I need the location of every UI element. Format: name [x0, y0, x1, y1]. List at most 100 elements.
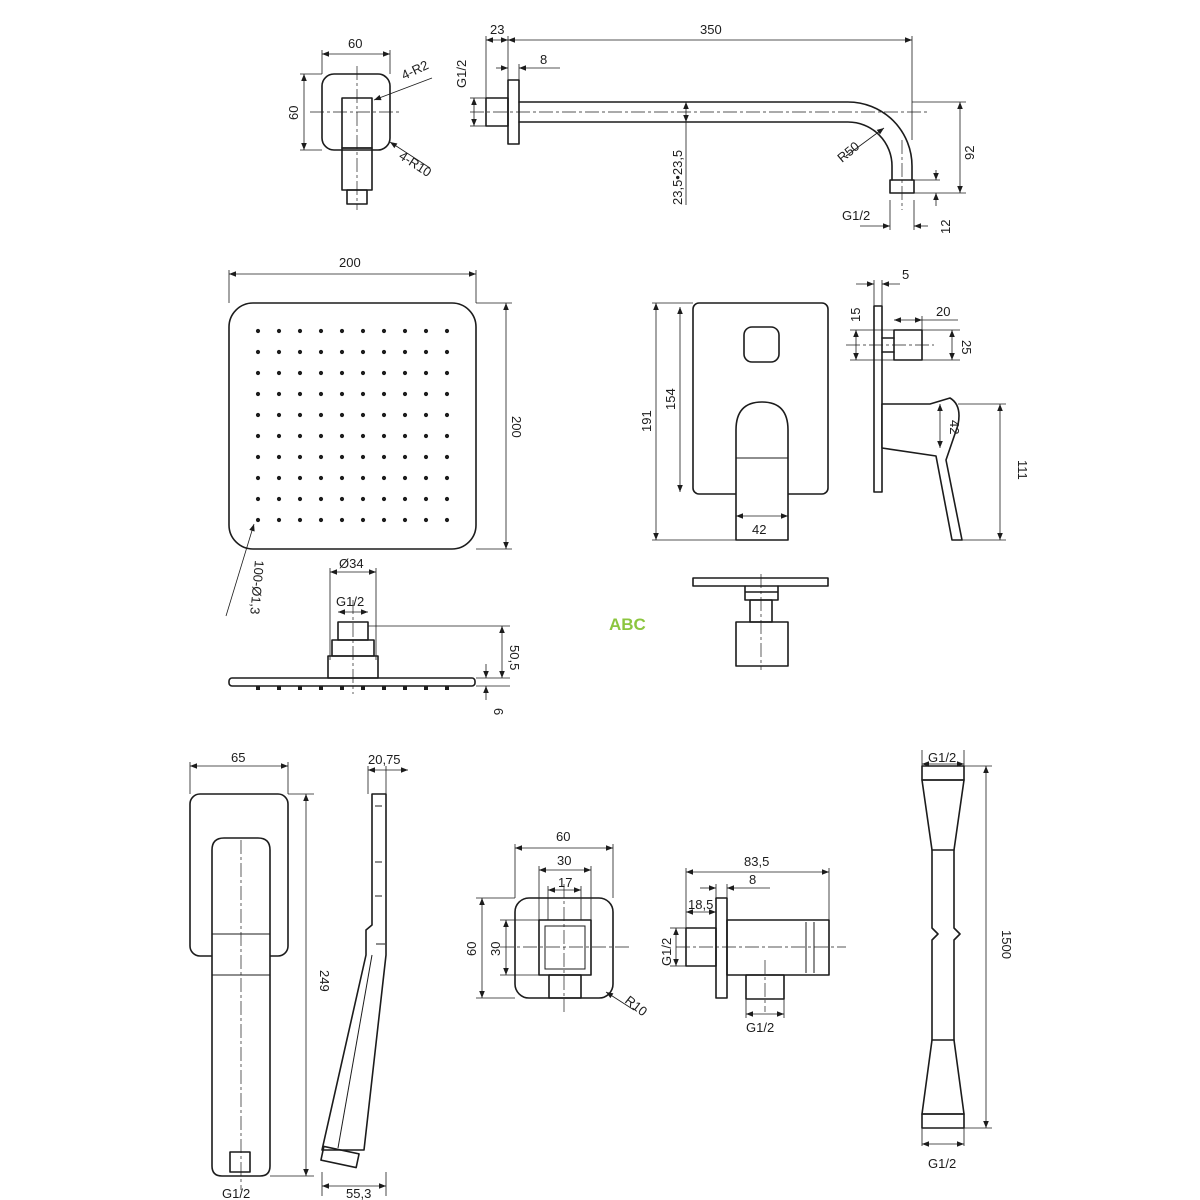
nozzle-dot — [339, 454, 345, 460]
nozzle-dot — [381, 412, 387, 418]
nozzle-dot — [255, 391, 261, 397]
nozzle-dot — [402, 349, 408, 355]
nozzle-dot — [402, 412, 408, 418]
nozzle-stub — [298, 686, 302, 690]
arm-wall-plate-view: 60 60 4-R2 4-R10 — [286, 36, 434, 210]
hose-thread-bottom: G1/2 — [928, 1156, 956, 1171]
nozzle-dot — [402, 370, 408, 376]
nozzle-dot — [381, 433, 387, 439]
hose-thread-top: G1/2 — [928, 750, 956, 765]
nozzle-dot — [276, 349, 282, 355]
nozzle-dot — [297, 349, 303, 355]
nozzle-dot — [444, 496, 450, 502]
rain-head-nozzles: 100-Ø1,3 — [247, 560, 267, 615]
nozzle-dot — [276, 454, 282, 460]
outlet-inner-width: 30 — [557, 853, 571, 868]
mixer-depth: 111 — [1015, 460, 1030, 480]
nozzle-dot — [276, 433, 282, 439]
nozzle-dot — [318, 370, 324, 376]
nozzle-dot — [360, 475, 366, 481]
nozzle-dot — [402, 328, 408, 334]
handset-thread-label: G1/2 — [222, 1186, 250, 1200]
nozzle-dot — [318, 454, 324, 460]
arm-bend-radius: R50 — [834, 138, 862, 165]
nozzle-dot — [402, 391, 408, 397]
nozzle-dot — [255, 454, 261, 460]
nozzle-dot — [276, 412, 282, 418]
nozzle-dot — [423, 391, 429, 397]
handset-side-profile — [321, 793, 387, 1151]
nozzle-dot — [360, 517, 366, 523]
nozzle-dot — [339, 517, 345, 523]
hose-length: 1500 — [999, 930, 1014, 959]
outlet-thread-in: G1/2 — [659, 938, 674, 966]
nozzle-dot — [297, 370, 303, 376]
mixer-lever-height: 42 — [947, 420, 962, 434]
nozzle-dot — [423, 517, 429, 523]
mixer-body-width: 15 — [848, 308, 863, 322]
nozzle-stub — [277, 686, 281, 690]
outlet-nipple — [548, 974, 582, 999]
nozzle-dot — [423, 475, 429, 481]
nozzle-dot — [339, 391, 345, 397]
nozzle-dot — [423, 454, 429, 460]
outlet-offset: 18,5 — [688, 897, 713, 912]
arm-plate-corner-outer: 4-R2 — [399, 57, 431, 83]
hand-shower-front-view: 65 249 G1/2 — [189, 750, 332, 1200]
nozzle-dot — [423, 370, 429, 376]
nozzle-dot — [339, 370, 345, 376]
nozzle-dot — [423, 349, 429, 355]
outlet-side-nipple — [745, 974, 785, 1000]
nozzle-stub — [445, 686, 449, 690]
nozzle-grid — [255, 328, 450, 523]
handset-head-thickness: 20,75 — [368, 752, 401, 767]
nozzle-dot — [297, 391, 303, 397]
rain-head-top-view: 200 200 100-Ø1,3 — [225, 255, 524, 617]
arm-tube — [518, 101, 913, 181]
nozzle-dot — [276, 370, 282, 376]
nozzle-dot — [318, 349, 324, 355]
nozzle-dot — [255, 517, 261, 523]
nozzle-dot — [444, 433, 450, 439]
hose-view: G1/2 G1/2 1500 — [921, 750, 1014, 1171]
handset-thread — [229, 1151, 251, 1173]
hose-top-nut — [921, 765, 965, 781]
nozzle-stub — [424, 686, 428, 690]
mixer-side-plate — [873, 305, 883, 493]
mixer-body-offset: 20 — [936, 304, 950, 319]
rain-head-width: 200 — [339, 255, 361, 270]
nozzle-dot — [297, 496, 303, 502]
nozzle-dot — [444, 475, 450, 481]
nozzle-dot — [339, 496, 345, 502]
mixer-front-view: 191 154 42 — [639, 302, 829, 541]
outlet-height: 60 — [464, 942, 479, 956]
nozzle-dot — [360, 496, 366, 502]
nozzle-dot — [402, 475, 408, 481]
nozzle-dot — [423, 328, 429, 334]
nozzle-stub — [319, 686, 323, 690]
nozzle-dot — [339, 475, 345, 481]
nozzle-dot — [444, 454, 450, 460]
nozzle-dot — [318, 391, 324, 397]
nozzle-dot — [444, 328, 450, 334]
nozzle-dot — [360, 349, 366, 355]
head-thread: G1/2 — [336, 594, 364, 609]
brand-watermark: ABC — [609, 615, 646, 634]
nozzle-dot — [444, 370, 450, 376]
head-neck-diameter: Ø34 — [339, 556, 364, 571]
nozzle-dot — [444, 412, 450, 418]
nozzle-dot — [360, 328, 366, 334]
handset-base: 55,3 — [346, 1186, 371, 1200]
outlet-width: 60 — [556, 829, 570, 844]
mixer-inner-height: 154 — [663, 388, 678, 410]
hose-tube — [931, 849, 961, 1041]
hose-bottom-nut — [921, 1113, 965, 1129]
outlet-depth: 83,5 — [744, 854, 769, 869]
nozzle-stub — [361, 686, 365, 690]
nozzle-dot — [318, 517, 324, 523]
nozzle-dot — [444, 391, 450, 397]
outlet-plate-thickness: 8 — [749, 872, 756, 887]
outlet-thread-out: G1/2 — [746, 1020, 774, 1035]
nozzle-dot — [297, 475, 303, 481]
